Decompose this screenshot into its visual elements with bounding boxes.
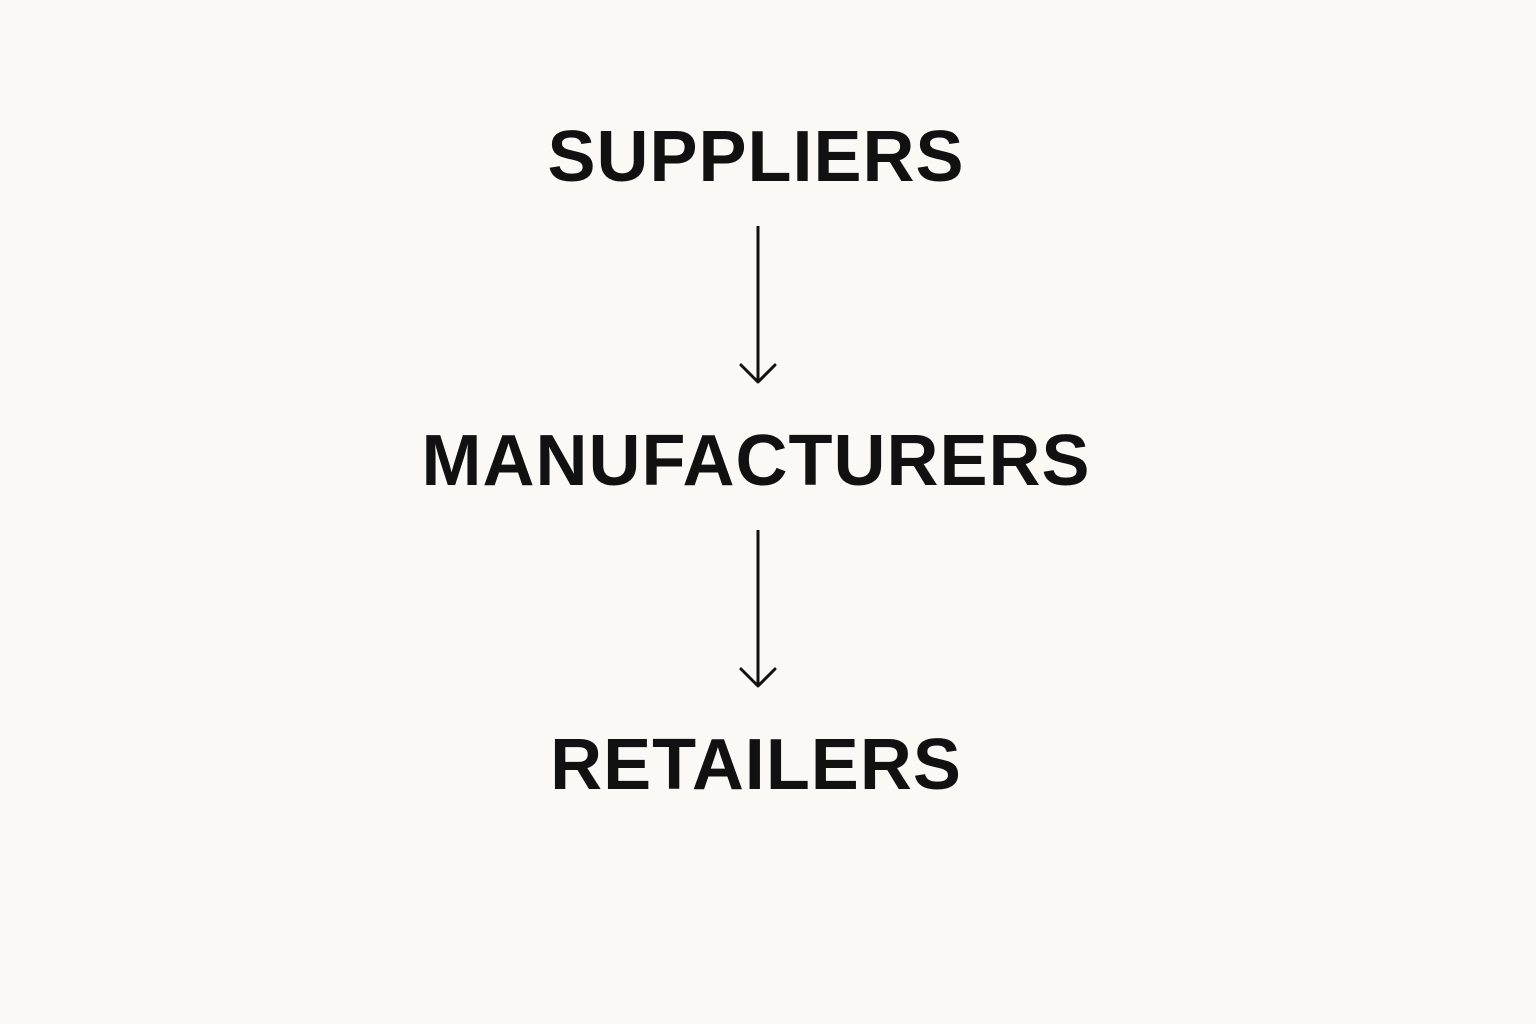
node-suppliers: SUPPLIERS (547, 117, 965, 197)
arrow-down-icon (739, 226, 777, 384)
node-retailers: RETAILERS (550, 725, 962, 805)
arrow-down-icon (739, 530, 777, 688)
node-manufacturers: MANUFACTURERS (421, 421, 1091, 501)
